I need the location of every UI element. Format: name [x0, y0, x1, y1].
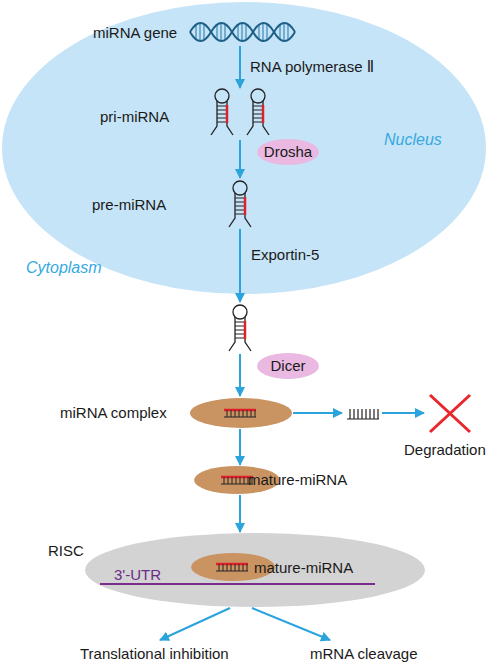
mirna-duplex [216, 564, 248, 571]
free-label: Degradation [404, 441, 486, 458]
process-arrow [239, 140, 241, 178]
nucleus-ellipse: Nucleus Drosha [2, 2, 486, 294]
passenger-strand [347, 409, 379, 419]
degradation-cross [430, 395, 470, 432]
free-label: mRNA cleavage [310, 645, 418, 662]
enzyme-ellipse: Drosha [257, 139, 319, 165]
node-label: mature-miRNA [254, 559, 353, 576]
free-label: RNA polymerase Ⅱ [250, 58, 374, 75]
flow-connector [239, 429, 241, 465]
ellipse-shape [2, 2, 486, 294]
process-arrow [293, 412, 342, 414]
node-label: Nucleus [384, 131, 442, 148]
ellipse-outline [2, 2, 486, 294]
free-label: pre-miRNA [92, 196, 166, 213]
free-label: Exportin-5 [251, 246, 319, 263]
free-label: Translational inhibition [80, 645, 229, 662]
node-label: Dicer [257, 353, 319, 379]
process-arrow [239, 229, 241, 302]
process-arrow [160, 608, 230, 640]
ellipse-shape [190, 398, 292, 428]
node-label: RISC [48, 542, 84, 559]
node-label: 3'-UTR [114, 566, 161, 583]
free-label: miRNA gene [93, 24, 177, 41]
free-label: pri-miRNA [100, 108, 169, 125]
flow-connector [239, 495, 241, 532]
free-label: Cytoplasm [26, 259, 102, 276]
ellipse-shape [257, 353, 319, 379]
enzyme-ellipse: Dicer [257, 353, 319, 379]
node-label: miRNA complex [60, 404, 167, 421]
process-arrow [252, 608, 330, 640]
ellipse-shape [85, 533, 425, 607]
process-arrow [382, 412, 424, 414]
ellipse-shape [257, 139, 319, 165]
node-label: mature-miRNA [248, 471, 347, 488]
mature-mirna: mature-miRNA [194, 466, 350, 494]
process-arrow [239, 46, 241, 88]
mirna-complex: miRNA complex [60, 398, 292, 428]
process-arrow [239, 354, 241, 396]
node-label: Drosha [257, 139, 319, 165]
target-mrna [100, 583, 375, 585]
pre-mirna-hairpin [229, 305, 251, 351]
ellipse-outline [190, 398, 292, 428]
